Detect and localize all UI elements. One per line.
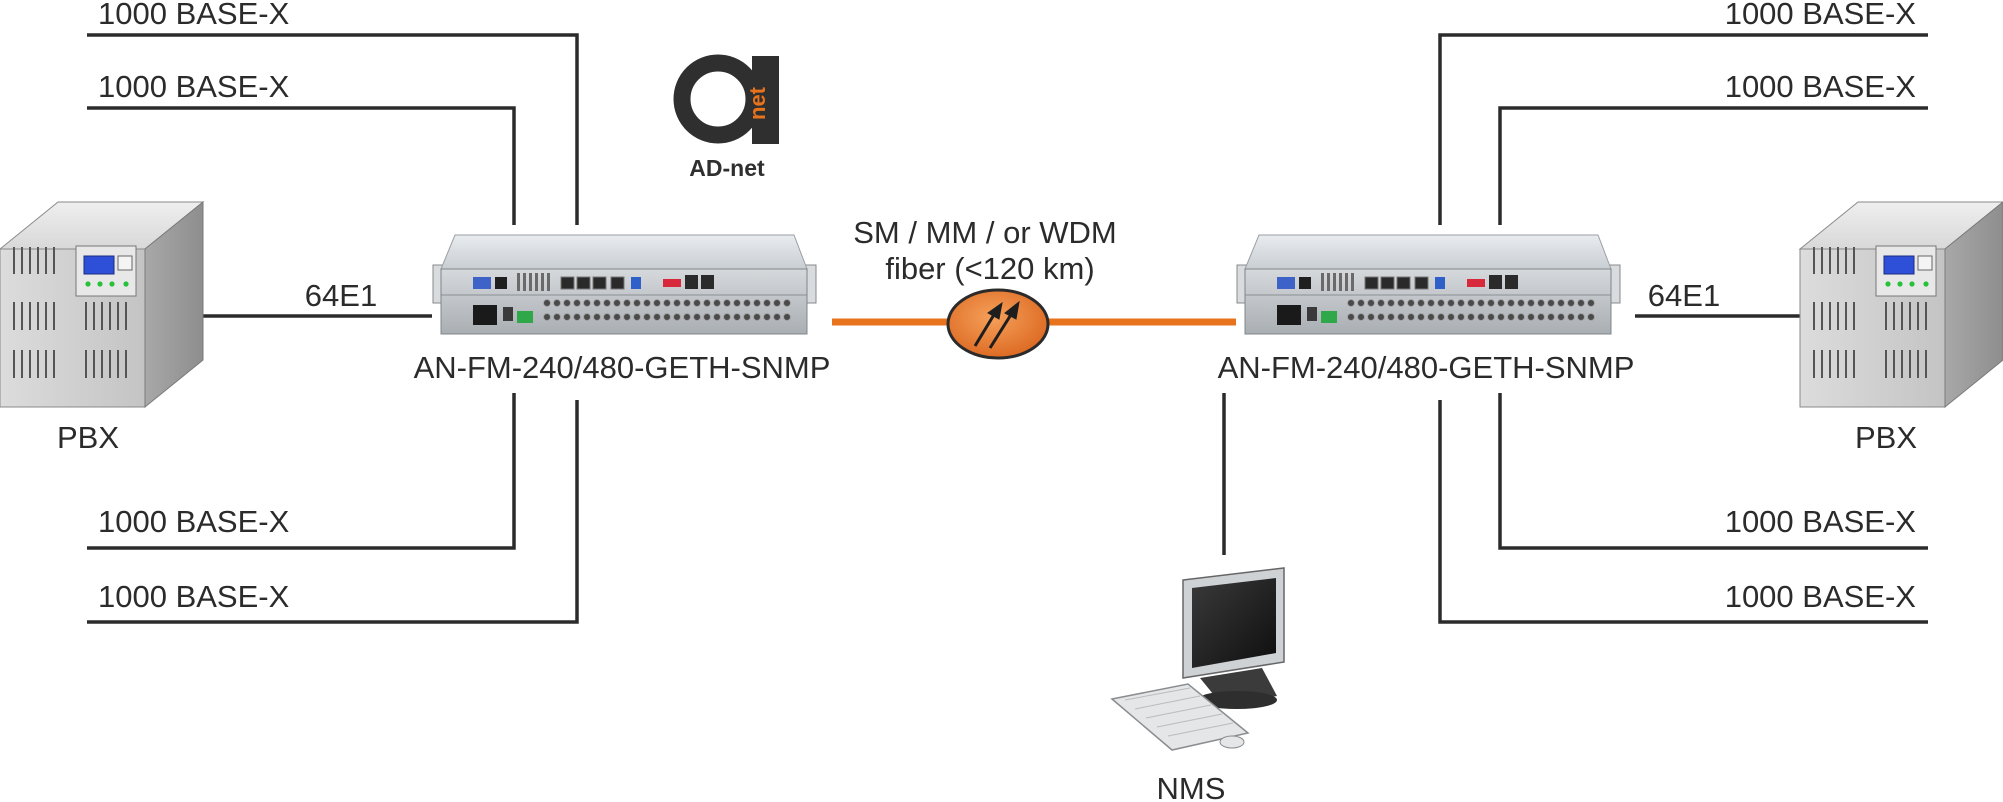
pbx-left-icon	[0, 201, 204, 408]
device-right	[1236, 234, 1621, 335]
label-e1-left: 64E1	[305, 278, 377, 313]
logo-badge-text: net	[745, 86, 770, 120]
label-port-left-4: 1000 BASE-X	[98, 579, 290, 614]
connector-lines	[87, 33, 1928, 624]
pbx-right-icon	[1799, 201, 2003, 408]
fiber-arrows-icon	[973, 300, 1020, 349]
label-fiber-line1: SM / MM / or WDM	[853, 215, 1116, 250]
label-port-left-1: 1000 BASE-X	[98, 0, 290, 31]
line-left-port-3	[87, 393, 516, 550]
label-pbx-left: PBX	[57, 420, 119, 455]
label-e1-right: 64E1	[1648, 278, 1720, 313]
label-fiber-line2: fiber (<120 km)	[885, 251, 1094, 286]
label-port-left-2: 1000 BASE-X	[98, 69, 290, 104]
label-device-left: AN-FM-240/480-GETH-SNMP	[414, 350, 831, 385]
line-right-port-1	[1438, 33, 1928, 225]
line-left-port-1	[87, 33, 579, 225]
fiber-disk	[946, 288, 1050, 360]
label-device-right: AN-FM-240/480-GETH-SNMP	[1218, 350, 1635, 385]
logo-badge	[752, 56, 779, 144]
line-right-port-2	[1498, 106, 1928, 225]
label-port-right-3: 1000 BASE-X	[1725, 504, 1917, 539]
logo-ring	[673, 54, 763, 144]
adnet-logo: net AD-net	[673, 54, 779, 181]
label-port-right-4: 1000 BASE-X	[1725, 579, 1917, 614]
fiber-link	[832, 288, 1236, 360]
line-left-port-4	[87, 400, 579, 624]
label-nms: NMS	[1157, 771, 1226, 802]
label-port-right-2: 1000 BASE-X	[1725, 69, 1917, 104]
label-pbx-right: PBX	[1855, 420, 1917, 455]
nms-computer-icon	[1110, 567, 1285, 751]
line-left-port-2	[87, 106, 516, 225]
label-port-right-1: 1000 BASE-X	[1725, 0, 1917, 31]
line-right-port-3	[1498, 393, 1928, 550]
logo-wordmark: AD-net	[689, 155, 765, 181]
label-port-left-3: 1000 BASE-X	[98, 504, 290, 539]
device-left	[432, 234, 817, 335]
line-right-port-4	[1438, 400, 1928, 624]
